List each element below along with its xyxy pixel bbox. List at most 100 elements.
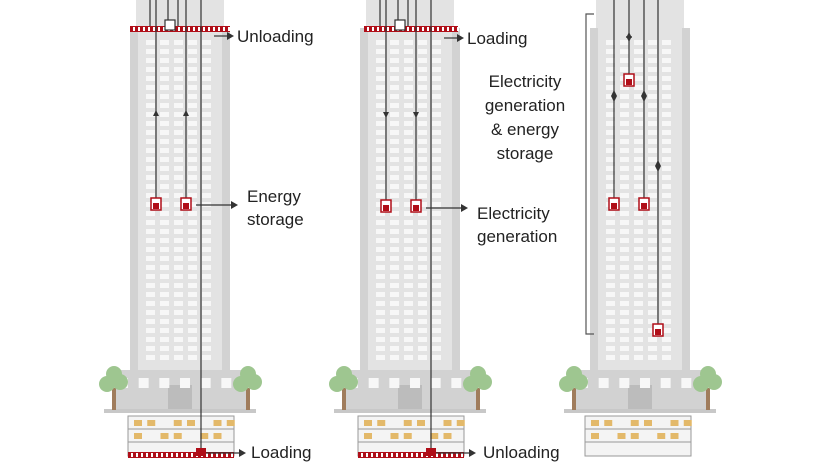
window — [404, 310, 413, 315]
window — [376, 265, 385, 270]
rack-slot — [366, 453, 368, 457]
window — [390, 58, 399, 63]
tower-top — [366, 0, 454, 30]
window — [634, 265, 643, 270]
arrow-right-icon — [227, 32, 234, 40]
tower-edge — [682, 28, 690, 380]
window — [662, 310, 671, 315]
window — [160, 94, 169, 99]
rack-slot — [171, 453, 173, 457]
window — [432, 355, 441, 360]
window — [390, 310, 399, 315]
tree-trunk — [342, 388, 346, 410]
window — [160, 202, 169, 207]
window — [634, 256, 643, 261]
window — [432, 337, 441, 342]
window — [202, 193, 211, 198]
window — [160, 139, 169, 144]
window — [634, 76, 643, 81]
window — [404, 76, 413, 81]
window — [432, 103, 441, 108]
window — [146, 328, 155, 333]
window — [174, 49, 183, 54]
window — [160, 157, 169, 162]
window — [174, 256, 183, 261]
window — [188, 247, 197, 252]
window — [174, 274, 183, 279]
rack-bar — [364, 26, 458, 32]
window — [202, 247, 211, 252]
window — [620, 121, 629, 126]
window — [146, 274, 155, 279]
rack-slot — [156, 453, 158, 457]
weight-fill — [383, 205, 389, 211]
window — [662, 166, 671, 171]
tree-foliage — [470, 366, 486, 382]
window — [174, 247, 183, 252]
window — [202, 283, 211, 288]
window — [146, 103, 155, 108]
window — [160, 274, 169, 279]
window — [146, 94, 155, 99]
window — [404, 85, 413, 90]
window — [620, 247, 629, 252]
window — [174, 283, 183, 288]
window — [390, 247, 399, 252]
window — [432, 40, 441, 45]
window — [620, 184, 629, 189]
window — [146, 58, 155, 63]
tree-trunk — [112, 388, 116, 410]
window — [620, 103, 629, 108]
window — [620, 292, 629, 297]
rack-slot — [216, 453, 218, 457]
window — [432, 238, 441, 243]
window — [146, 355, 155, 360]
window — [620, 211, 629, 216]
window — [188, 220, 197, 225]
cargo-block — [657, 433, 666, 439]
lobby-window — [180, 378, 190, 388]
window — [418, 310, 427, 315]
window — [648, 148, 657, 153]
window — [648, 337, 657, 342]
window — [418, 49, 427, 54]
window — [376, 247, 385, 252]
window — [404, 166, 413, 171]
label-unloading-2: Unloading — [483, 443, 560, 462]
window — [620, 58, 629, 63]
label-unloading-1: Unloading — [237, 27, 314, 46]
window — [390, 184, 399, 189]
window — [390, 76, 399, 81]
window — [662, 67, 671, 72]
cargo-block — [377, 420, 386, 426]
window — [432, 319, 441, 324]
label-generation-and-storage-3: Electricity generation & energy storage — [470, 70, 580, 166]
window — [648, 301, 657, 306]
window — [404, 256, 413, 261]
window — [634, 58, 643, 63]
window — [620, 355, 629, 360]
window — [202, 310, 211, 315]
cargo-block — [443, 433, 452, 439]
rack-slot — [223, 27, 225, 31]
lobby-window — [681, 378, 692, 388]
tree-icon — [233, 366, 262, 410]
window — [432, 211, 441, 216]
window — [418, 67, 427, 72]
window — [432, 202, 441, 207]
window — [432, 94, 441, 99]
window — [634, 292, 643, 297]
cargo-block — [430, 433, 439, 439]
rack-slot — [158, 27, 160, 31]
cargo-block — [630, 433, 639, 439]
ground-line — [334, 409, 486, 413]
window — [620, 319, 629, 324]
underground-storage — [127, 415, 235, 457]
rack-slot — [442, 27, 444, 31]
window — [418, 211, 427, 216]
label-line: generation — [484, 96, 566, 115]
window — [376, 310, 385, 315]
window — [648, 103, 657, 108]
window — [202, 121, 211, 126]
